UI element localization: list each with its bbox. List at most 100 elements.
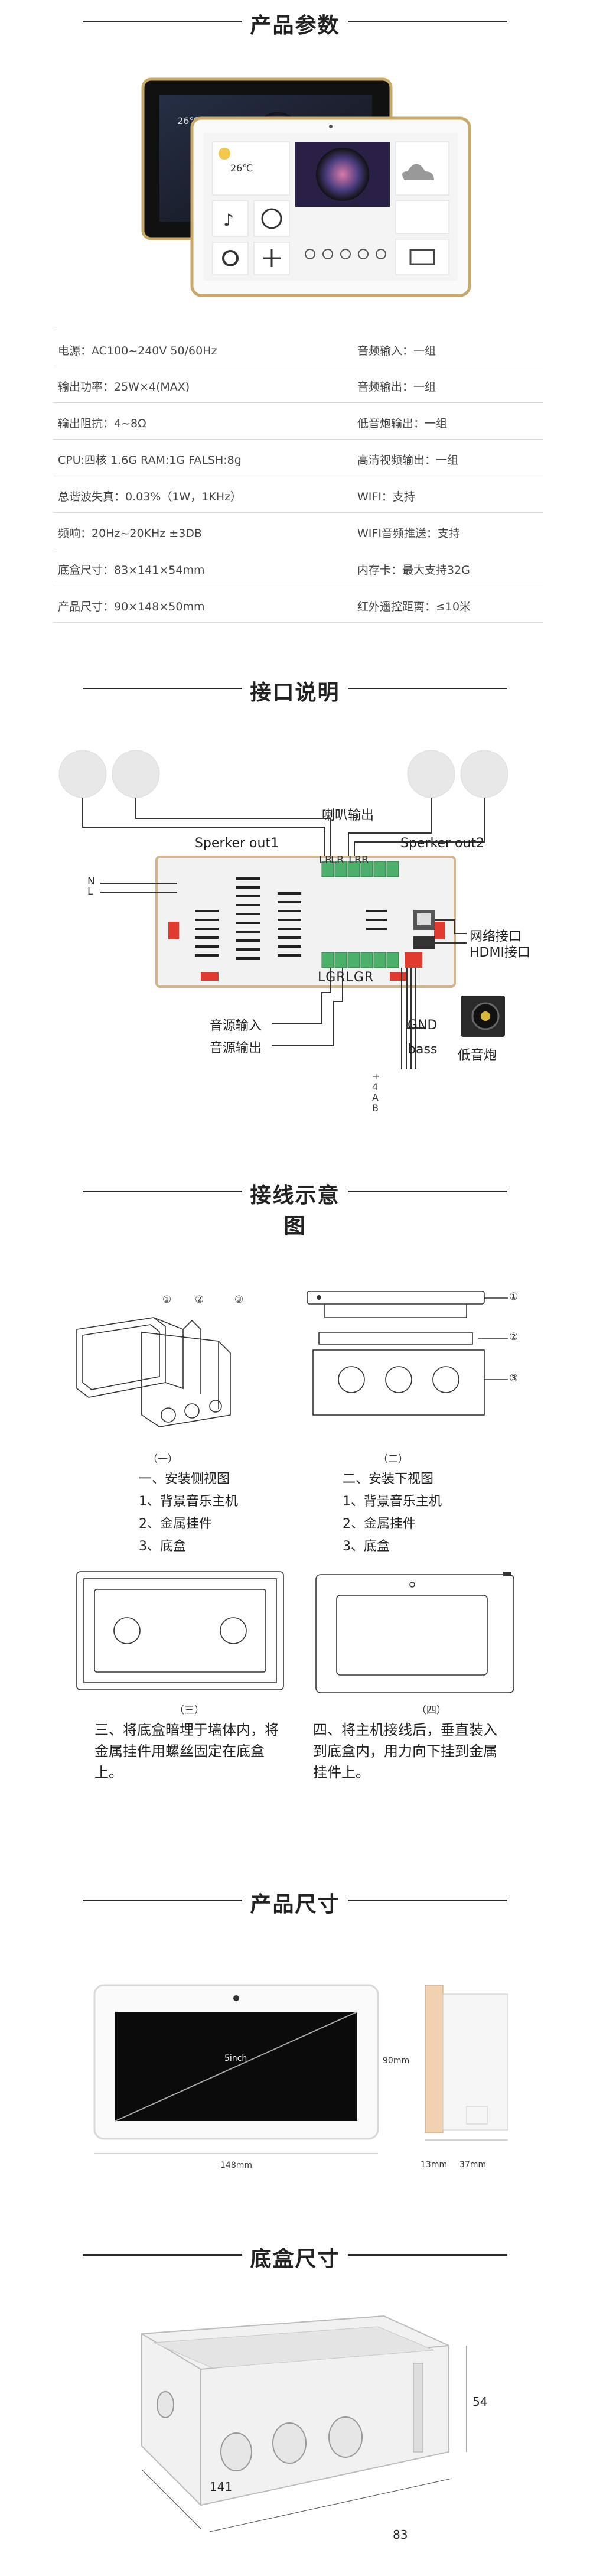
width-dimension: 148mm [220,2161,252,2170]
section-title-text: 接口说明 [250,681,340,705]
terminal-label: LR [331,854,344,866]
title-line-left [83,1191,242,1192]
item-3: 3、底盒 [139,1539,186,1554]
front-temp: 26℃ [230,162,253,174]
spec-row: 输出阻抗：4~8Ω 低音炮输出：一组 [53,403,543,440]
callout-2: ② [195,1294,204,1306]
speaker-icon [112,750,160,798]
install-bottom-view [307,1291,508,1416]
section-title-text: 接线示意图 [250,1183,340,1238]
interface-diagram [58,750,508,1069]
bass-label: bass [408,1042,438,1057]
speaker-icon [407,750,455,798]
title-line-right [348,688,507,689]
title-line-right [348,2254,507,2256]
network-port-label: 网络接口 [470,929,522,944]
callout-3: ③ [509,1372,519,1384]
spec-left: 总谐波失真：0.03%（1W，1KHz） [58,490,242,503]
title-line-left [83,688,242,689]
pin-label: B [372,1102,379,1114]
spec-row: 产品尺寸：90×148×50mm 红外遥控距离：≤10米 [53,586,543,623]
box-length: 141 [210,2480,233,2494]
section-title-wiring: 接线示意图 [0,1173,590,1238]
box-width: 83 [393,2528,408,2542]
height-dimension: 90mm [383,2056,410,2066]
screen-size-label: 5inch [224,2054,247,2063]
fig2-label: （二） [378,1453,408,1465]
section-title-box-size: 底盒尺寸 [0,2237,590,2272]
title-line-right [348,21,507,22]
pin-label: + [372,1071,380,1082]
terminal-label: LR [319,854,333,866]
spec-right: 低音炮输出：一组 [357,417,448,430]
section-title-params: 产品参数 [0,4,590,39]
callout-3: ③ [234,1294,244,1306]
spec-right: 音频输出：一组 [357,380,436,393]
spec-row: CPU:四核 1.6G RAM:1G FALSH:8g 高清视频输出：一组 [53,440,543,476]
n-label: N [87,876,95,887]
box-height: 54 [472,2395,488,2409]
spec-right: 红外遥控距离：≤10米 [357,600,471,613]
speaker-out-label: 喇叭输出 [322,808,374,823]
lgr-label: LGRLGR [318,970,374,985]
item-1: 1、背景音乐主机 [343,1494,442,1509]
fig1-label: （一） [148,1453,178,1465]
product-size-side [425,1985,508,2141]
spec-left: 电源：AC100~240V 50/60Hz [58,344,217,357]
item-2: 2、金属挂件 [139,1517,212,1531]
title-line-left [83,21,242,22]
spec-right: 音频输入：一组 [357,344,436,357]
title-line-left [83,2254,242,2256]
callout-2: ② [509,1331,519,1343]
speaker-out2-label: Sperker out2 [400,836,485,851]
pin-label: 4 [372,1081,379,1092]
spec-row: 电源：AC100~240V 50/60Hz 音频输入：一组 [53,330,543,366]
step4-caption: 四、将主机接线后，垂直装入到底盒内，用力向下挂到金属挂件上。 [313,1722,497,1781]
spec-left: CPU:四核 1.6G RAM:1G FALSH:8g [58,454,242,467]
spec-right: WIFI音频推送：支持 [357,527,460,540]
spec-row: 总谐波失真：0.03%（1W，1KHz） WIFI：支持 [53,476,543,513]
spec-left: 频响：20Hz~20KHz ±3DB [58,527,202,540]
spec-right: WIFI：支持 [357,490,415,503]
subwoofer-label: 低音炮 [458,1048,497,1063]
spec-left: 产品尺寸：90×148×50mm [58,600,205,613]
fig2-title: 二、安装下视图 [343,1472,434,1487]
title-line-left [83,1900,242,1901]
gnd-label: GND [408,1018,438,1033]
fig3-label: （三） [174,1705,204,1716]
item-3: 3、底盒 [343,1539,390,1554]
speaker-out1-label: Sperker out1 [195,836,279,851]
audio-in-label: 音源输入 [210,1019,262,1033]
section-title-text: 产品参数 [250,14,340,38]
wall-box-illustration [141,2315,467,2532]
install-wall-box [76,1571,284,1690]
spec-left: 底盒尺寸：83×141×54mm [58,564,205,577]
depth-front-dimension: 13mm [421,2160,448,2170]
spec-left: 输出阻抗：4~8Ω [58,417,146,430]
item-1: 1、背景音乐主机 [139,1494,238,1509]
section-title-size: 产品尺寸 [0,1882,590,1918]
title-line-right [348,1191,507,1192]
item-2: 2、金属挂件 [343,1517,416,1531]
speaker-icon [460,750,508,798]
speaker-icon [58,750,107,798]
callout-1: ① [162,1294,172,1306]
fig1-title: 一、安装侧视图 [139,1472,230,1487]
terminal-label: LR [348,854,362,866]
section-title-text: 底盒尺寸 [250,2247,340,2271]
l-label: L [87,886,93,897]
depth-box-dimension: 37mm [459,2160,487,2170]
spec-row: 频响：20Hz~20KHz ±3DB WIFI音频推送：支持 [53,513,543,549]
product-size-front [93,1984,379,2154]
install-mounted [315,1572,514,1693]
spec-right: 高清视频输出：一组 [357,454,459,467]
product-photo: 26℃ 26℃ ♪ [141,77,471,297]
title-line-right [348,1900,507,1901]
terminal-label: R [361,854,369,866]
install-side-view [76,1317,231,1427]
audio-out-label: 音源输出 [210,1041,262,1056]
spec-row: 输出功率：25W×4(MAX)音频输出：一组 [53,366,543,403]
fig4-label: （四） [416,1705,446,1716]
callout-1: ① [509,1291,519,1303]
